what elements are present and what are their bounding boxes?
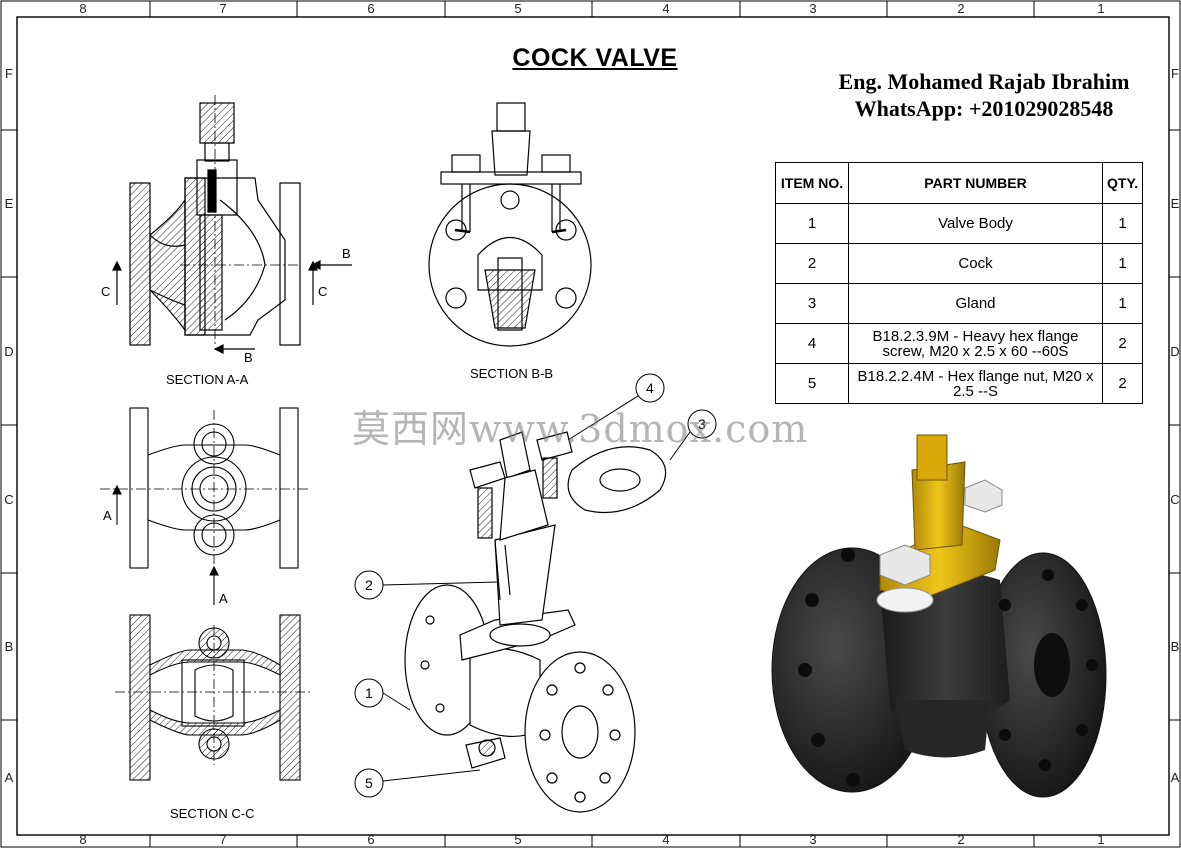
bom-header-part: PART NUMBER [848, 162, 1103, 204]
zone-row-e-left: E [4, 196, 14, 211]
zone-col-6-bottom: 6 [367, 832, 375, 847]
zone-col-2-top: 2 [957, 1, 965, 16]
section-bb-label: SECTION B-B [470, 366, 553, 381]
drawing-title: COCK VALVE [512, 44, 678, 72]
zone-col-2-bottom: 2 [957, 832, 965, 847]
balloon-5 [354, 768, 384, 798]
zone-col-5-top: 5 [514, 1, 522, 16]
balloon-2-number: 2 [365, 577, 373, 593]
zone-row-d-left: D [4, 344, 14, 359]
cut-label-a-left: A [103, 508, 112, 523]
zone-col-6-top: 6 [367, 1, 375, 16]
exploded-view [404, 431, 667, 813]
zone-col-7-bottom: 7 [219, 832, 227, 847]
bom-qty: 2 [1102, 363, 1143, 404]
bom-item-no: 1 [775, 203, 849, 244]
zone-row-c-left: C [4, 492, 14, 507]
table-row: 4 B18.2.3.9M - Heavy hex flange screw, M… [775, 323, 1143, 364]
bom-item-no: 4 [775, 323, 849, 364]
balloon-4-number: 4 [646, 380, 654, 396]
section-cc-label: SECTION C-C [170, 806, 255, 821]
zone-row-d-right: D [1170, 344, 1180, 359]
zone-col-7-top: 7 [219, 1, 227, 16]
bom-qty: 1 [1102, 243, 1143, 284]
bom-item-no: 2 [775, 243, 849, 284]
section-cc-view [115, 614, 310, 781]
balloon-5-number: 5 [365, 775, 373, 791]
zone-col-8-top: 8 [79, 1, 87, 16]
cut-label-a-bottom: A [219, 591, 228, 606]
bom-header-item: ITEM NO. [775, 162, 849, 204]
author-whatsapp: WhatsApp: +201029028548 [854, 96, 1114, 121]
balloon-4 [635, 373, 665, 403]
zone-col-3-top: 3 [809, 1, 817, 16]
bill-of-materials-table: ITEM NO. PART NUMBER QTY. 1 Valve Body 1… [775, 162, 1143, 404]
section-bb-view [428, 102, 592, 347]
cut-label-c-right: C [318, 284, 327, 299]
zone-row-b-right: B [1170, 639, 1180, 654]
zone-row-f-right: F [1171, 66, 1179, 81]
zone-row-e-right: E [1170, 196, 1180, 211]
bom-header-qty: QTY. [1102, 162, 1143, 204]
table-row: 1 Valve Body 1 [775, 203, 1143, 244]
top-view [100, 407, 310, 605]
balloons [354, 373, 717, 798]
table-row: 3 Gland 1 [775, 283, 1143, 324]
valve-3d-render [771, 434, 1107, 798]
zone-row-a-left: A [4, 770, 14, 785]
bom-item-no: 3 [775, 283, 849, 324]
table-row: 5 B18.2.2.4M - Hex flange nut, M20 x 2.5… [775, 363, 1143, 404]
zone-row-a-right: A [1170, 770, 1180, 785]
zone-col-5-bottom: 5 [514, 832, 522, 847]
bom-qty: 1 [1102, 203, 1143, 244]
cut-label-b-lower: B [244, 350, 253, 365]
author-name: Eng. Mohamed Rajab Ibrahim [838, 69, 1130, 94]
bom-qty: 2 [1102, 323, 1143, 364]
zone-col-4-top: 4 [662, 1, 670, 16]
bom-part-number: B18.2.2.4M - Hex flange nut, M20 x 2.5 -… [848, 363, 1103, 404]
bom-part-number: Cock [848, 243, 1103, 284]
zone-col-3-bottom: 3 [809, 832, 817, 847]
zone-row-c-right: C [1170, 492, 1180, 507]
bom-part-number: Valve Body [848, 203, 1103, 244]
author-block: Eng. Mohamed Rajab Ibrahim WhatsApp: +20… [805, 68, 1163, 122]
bom-part-number: B18.2.3.9M - Heavy hex flange screw, M20… [848, 323, 1103, 364]
zone-row-b-left: B [4, 639, 14, 654]
section-aa-label: SECTION A-A [166, 372, 249, 387]
cut-label-c-left: C [101, 284, 110, 299]
balloon-3-number: 3 [698, 416, 706, 432]
balloon-3 [687, 409, 717, 439]
cut-label-b-upper: B [342, 246, 351, 261]
bom-item-no: 5 [775, 363, 849, 404]
watermark-text: 莫西网www.3dmox.com [352, 407, 809, 451]
zone-col-1-top: 1 [1097, 1, 1105, 16]
table-row: 2 Cock 1 [775, 243, 1143, 284]
zone-col-4-bottom: 4 [662, 832, 670, 847]
zone-row-f-left: F [5, 66, 13, 81]
zone-col-1-bottom: 1 [1097, 832, 1105, 847]
zone-col-8-bottom: 8 [79, 832, 87, 847]
bom-qty: 1 [1102, 283, 1143, 324]
bom-header-row: ITEM NO. PART NUMBER QTY. [775, 162, 1143, 204]
balloon-1-number: 1 [365, 685, 373, 701]
bom-part-number: Gland [848, 283, 1103, 324]
section-aa-view [112, 95, 352, 354]
